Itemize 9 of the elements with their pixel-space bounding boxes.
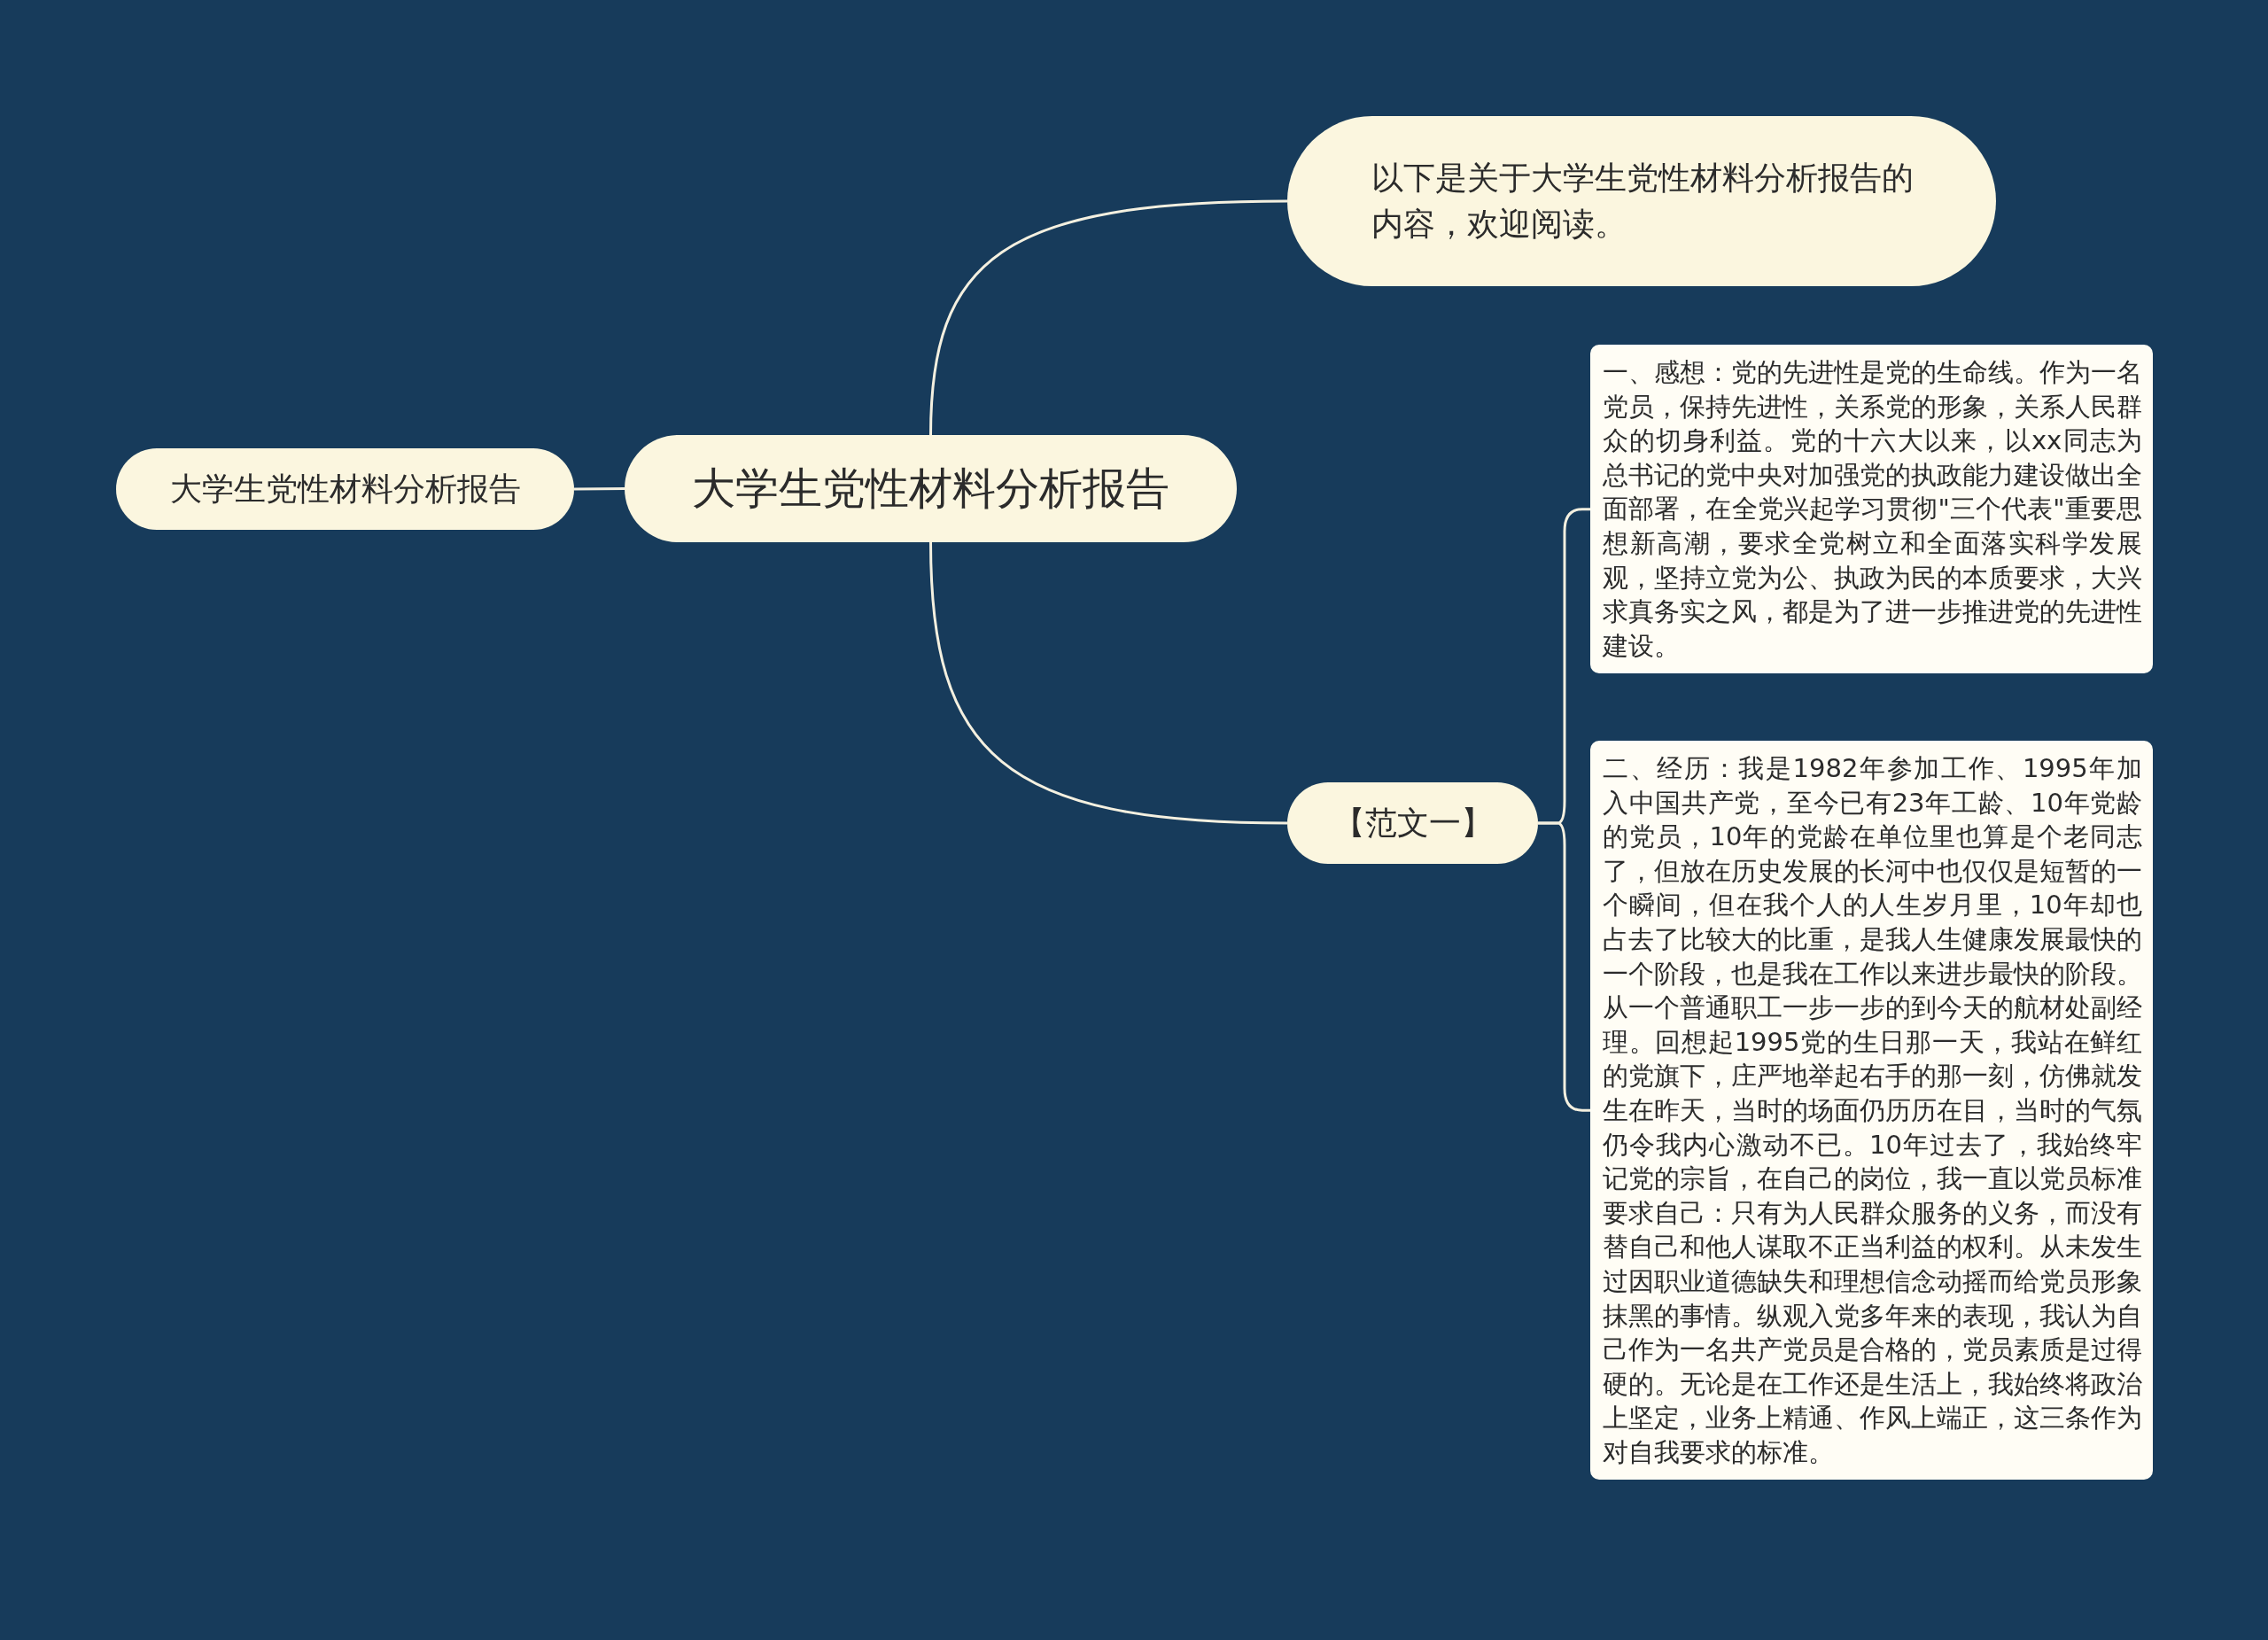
intro-pill: 以下是关于大学生党性材料分析报告的内容，欢迎阅读。 — [1287, 116, 1996, 286]
central-topic: 大学生党性材料分析报告 — [625, 435, 1237, 542]
topic-pill: 【范文一】 — [1287, 782, 1538, 864]
text-card: 二、经历：我是1982年参加工作、1995年加入中国共产党，至今已有23年工龄、10年党龄的党员，10年的党龄在单位里也算是个老同志了，但放在历史发展的长河中也仅仅是短暂的一个瞬间，但在我个人的人生岁月里，10年却也占去了比较大的比重，是我人生健康发展最快的一个阶段，也是我在工作以来进步最快的阶段。从一个普通职工一步一步的到今天的航材处副经理。回想起1995党的生日那一天，我站在鲜红的党旗下，庄严地举起右手的那一刻，仿佛就发生在昨天，当时的场面仍历历在目，当时的气氛仍令我内心激动不已。10年过去了，我始终牢记党的宗旨，在自己的岗位，我一直以党员标准要求自己：只有为人民群众服务的义务，而没有替自己和他人谋取不正当利益的权利。从未发生过因职业道德缺失和理想信念动摇而给党员形象抹黑的事情。纵观入党多年来的表现，我认为自己作为一名共产党员是合格的，党员素质是过得硬的。无论是在工作还是生活上，我始终将政治上坚定，业务上精通、作风上端正，这三条作为对自我要求的标准。 — [1590, 741, 2153, 1481]
connector-line — [929, 199, 1288, 436]
topic-pill: 大学生党性材料分析报告 — [116, 448, 574, 530]
text-card: 一、感想：党的先进性是党的生命线。作为一名党员，保持先进性，关系党的形象，关系人民群众的切身利益。党的十六大以来，以xx同志为总书记的党中央对加强党的执政能力建设做出全面部署，在全党兴起学习贯彻"三个代表"重要思想新高潮，要求全党树立和全面落实科学发展观，坚持立党为公、执政为民的本质要求，大兴求真务实之风，都是为了进一步推进党的先进性建设。 — [1590, 345, 2153, 674]
connector-line — [929, 541, 1288, 825]
connector-line — [574, 487, 625, 491]
